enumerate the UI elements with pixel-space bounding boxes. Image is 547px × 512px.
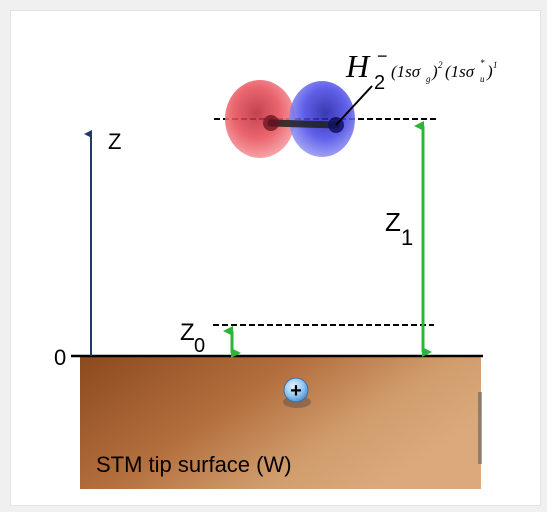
svg-text:2: 2 <box>374 72 385 94</box>
svg-text:): ) <box>486 62 493 81</box>
svg-text:1: 1 <box>401 225 413 250</box>
surface-label: STM tip surface (W) <box>96 452 292 477</box>
ion-plus-symbol: + <box>290 380 302 402</box>
h2-anion-molecule <box>225 80 373 158</box>
bonding-lobe-red <box>225 80 295 158</box>
atom-left <box>263 115 279 131</box>
z1-label: Z 1 <box>385 207 413 250</box>
svg-text:−: − <box>377 46 388 66</box>
svg-text:*: * <box>480 58 485 68</box>
svg-text:): ) <box>431 62 438 81</box>
svg-text:1: 1 <box>493 60 498 70</box>
svg-text:0: 0 <box>194 335 205 357</box>
svg-text:Z: Z <box>385 207 401 237</box>
z-axis-label: Z <box>108 129 121 154</box>
svg-text:H: H <box>345 48 371 84</box>
svg-text:Z: Z <box>180 319 195 346</box>
formula-pointer-line <box>335 85 373 126</box>
tip-surface: STM tip surface (W) <box>80 356 482 489</box>
svg-text:(1sσ: (1sσ <box>391 62 421 81</box>
surface-edge-shadow <box>478 392 482 464</box>
h-h-bond <box>267 119 340 129</box>
svg-text:2: 2 <box>438 60 443 70</box>
surface-ion: + <box>283 377 311 408</box>
svg-text:(1sσ: (1sσ <box>445 62 475 81</box>
svg-text:u: u <box>480 74 485 84</box>
z0-label: Z 0 <box>180 319 205 357</box>
surface-block <box>80 356 481 489</box>
h2-formula: H 2 − (1sσ g ) 2 (1sσ u * ) 1 <box>345 46 498 94</box>
svg-text:g: g <box>426 74 431 84</box>
antibonding-lobe-blue <box>289 81 355 157</box>
origin-label: 0 <box>54 345 66 370</box>
